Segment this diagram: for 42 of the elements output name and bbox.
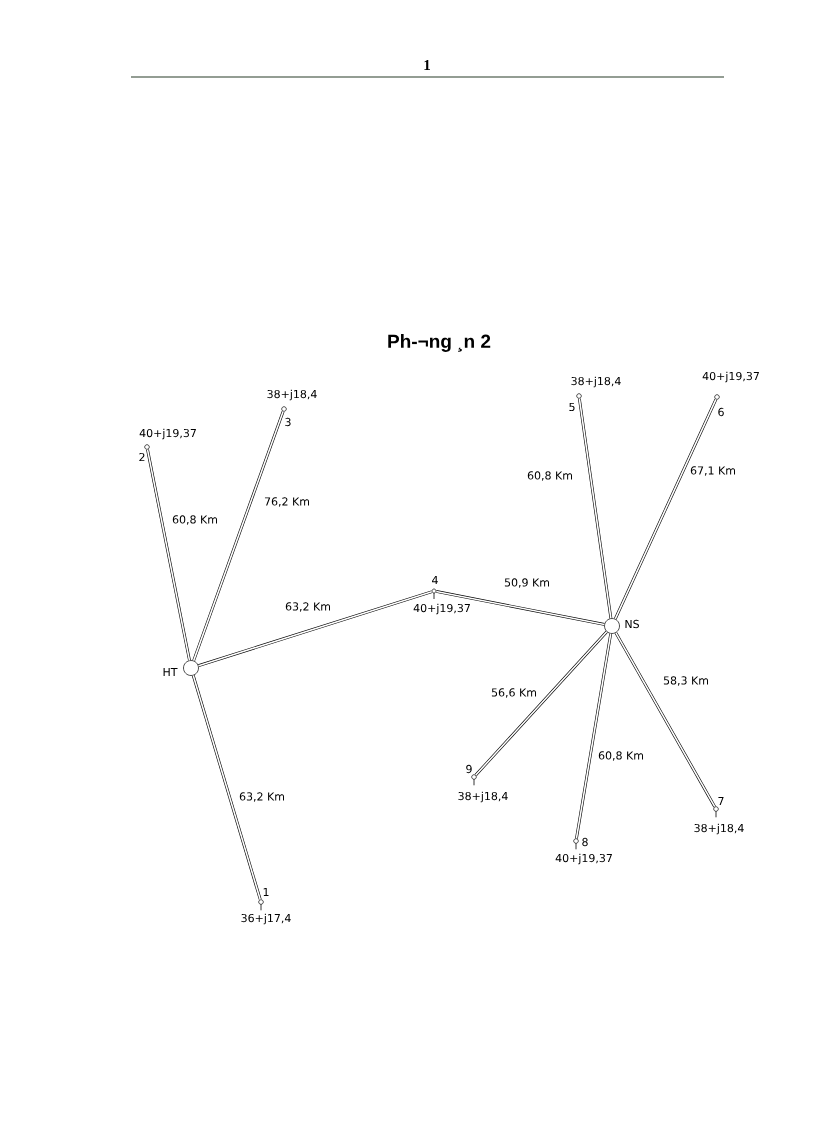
transmission-line — [192, 410, 285, 662]
node-number: 8 — [582, 837, 588, 847]
transmission-line — [191, 674, 262, 901]
transmission-line — [614, 632, 716, 808]
edge-label: 60,8 Km — [171, 514, 219, 526]
node-number: 4 — [432, 576, 438, 584]
node-label: NS — [625, 619, 639, 629]
transmission-line — [575, 632, 613, 840]
node-number: 5 — [569, 402, 575, 412]
edge-label: 58,3 Km — [662, 675, 710, 687]
node-number: 1 — [263, 888, 269, 896]
transmission-line — [614, 398, 718, 620]
load-label: 40+j19,37 — [413, 603, 470, 615]
edge-label: 63,2 Km — [238, 791, 286, 803]
load-label: 38+j18,4 — [458, 791, 508, 803]
node-label: HT — [163, 668, 178, 676]
transmission-line — [474, 630, 608, 776]
node-number: 2 — [139, 452, 145, 462]
transmission-line — [435, 590, 606, 626]
load-label: 38+j18,4 — [571, 376, 621, 388]
load-label: 38+j18,4 — [267, 389, 317, 401]
edge-label: 50,9 Km — [503, 577, 551, 589]
node-number: 3 — [285, 417, 291, 427]
page-number: 1 — [424, 60, 430, 70]
transmission-line — [578, 397, 613, 620]
edge-label: 60,8 Km — [526, 470, 574, 482]
node-number: 9 — [466, 764, 472, 774]
edge-label: 63,2 Km — [284, 601, 332, 613]
node-number: 6 — [718, 407, 724, 417]
load-label: 36+j17,4 — [241, 913, 291, 925]
edge-label: 76,2 Km — [263, 496, 311, 508]
transmission-line — [146, 448, 191, 662]
transmission-line — [197, 590, 433, 667]
load-label: 40+j19,37 — [702, 371, 759, 383]
edge-label: 56,6 Km — [490, 687, 538, 699]
edge-label: 60,8 Km — [597, 750, 645, 762]
load-label: 40+j19,37 — [139, 428, 196, 440]
node-number: 7 — [718, 797, 724, 805]
load-label: 38+j18,4 — [694, 823, 744, 835]
edge-label: 67,1 Km — [689, 465, 737, 477]
title: Ph-¬ng ¸n 2 — [388, 334, 491, 352]
load-label: 40+j19,37 — [555, 853, 612, 865]
